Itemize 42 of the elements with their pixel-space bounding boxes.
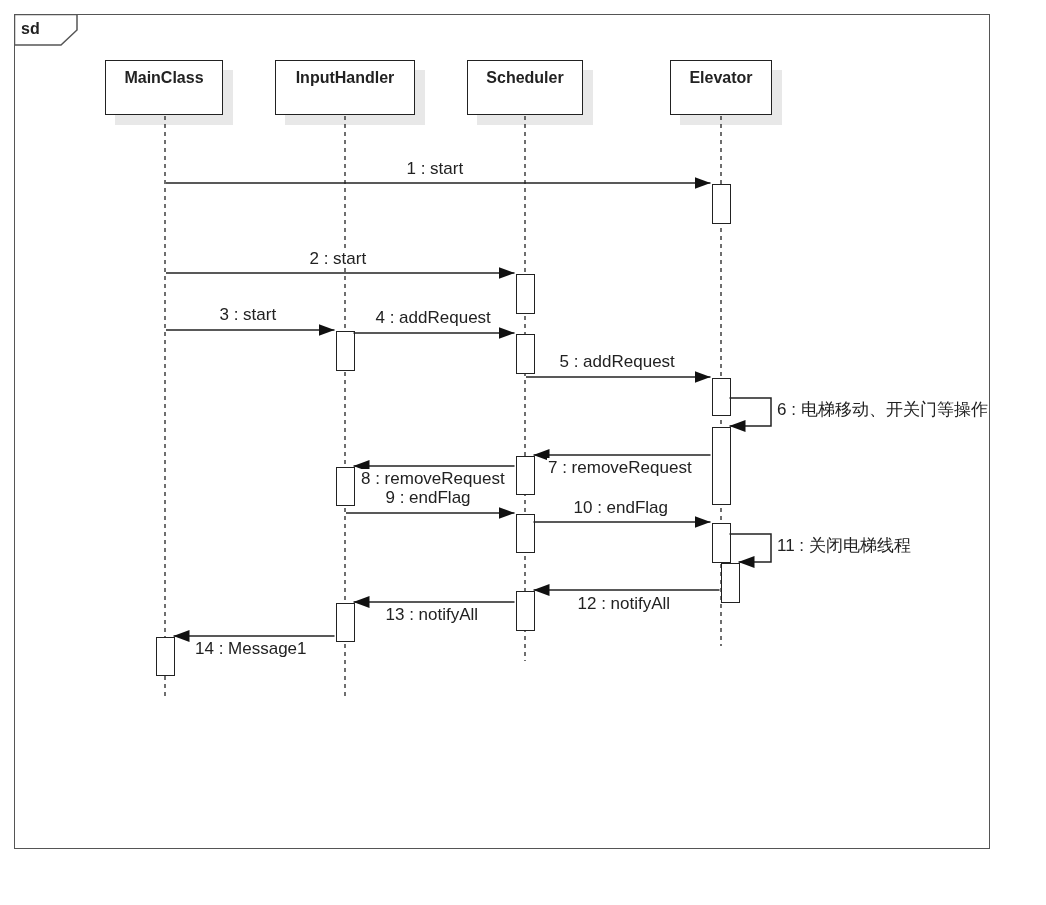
message-label: 9 : endFlag xyxy=(384,488,472,507)
activation-bar xyxy=(711,378,731,416)
frame-box xyxy=(14,14,990,849)
frame-title: sd xyxy=(21,20,40,38)
message-arrow xyxy=(165,267,516,279)
activation-bar xyxy=(335,331,355,371)
message-arrow xyxy=(172,630,336,642)
activation-bar xyxy=(711,427,731,505)
message-label: 10 : endFlag xyxy=(572,498,669,517)
activation-bar xyxy=(515,591,535,631)
message-label: 12 : notifyAll xyxy=(576,594,672,613)
message-label: 7 : removeRequest xyxy=(547,458,693,477)
message-arrow xyxy=(352,460,516,472)
activation-bar xyxy=(515,456,535,495)
message-arrow xyxy=(532,584,721,596)
message-arrow xyxy=(352,596,516,608)
message-arrow xyxy=(532,516,712,528)
message-arrow xyxy=(352,327,516,339)
activation-bar xyxy=(155,637,175,676)
activation-bar xyxy=(720,563,740,603)
activation-bar xyxy=(515,334,535,374)
activation-bar xyxy=(515,514,535,553)
lifeline xyxy=(163,116,167,696)
activation-bar xyxy=(335,603,355,642)
activation-bar xyxy=(711,523,731,563)
message-label: 5 : addRequest xyxy=(558,352,676,371)
message-arrow xyxy=(345,507,516,519)
message-arrow xyxy=(165,177,712,189)
message-label: 4 : addRequest xyxy=(374,308,492,327)
activation-bar xyxy=(711,184,731,224)
message-label: 8 : removeRequest xyxy=(360,469,506,488)
message-arrow xyxy=(165,324,336,336)
message-arrow xyxy=(728,533,772,568)
activation-bar xyxy=(515,274,535,314)
message-arrow xyxy=(525,371,712,383)
activation-bar xyxy=(335,467,355,506)
message-label: 6 : 电梯移动、开关门等操作 xyxy=(776,400,989,419)
message-arrow xyxy=(532,449,712,461)
message-label: 11 : 关闭电梯线程 xyxy=(776,536,912,555)
message-arrow xyxy=(728,397,772,432)
message-label: 14 : Message1 xyxy=(194,639,308,658)
message-label: 13 : notifyAll xyxy=(384,605,480,624)
